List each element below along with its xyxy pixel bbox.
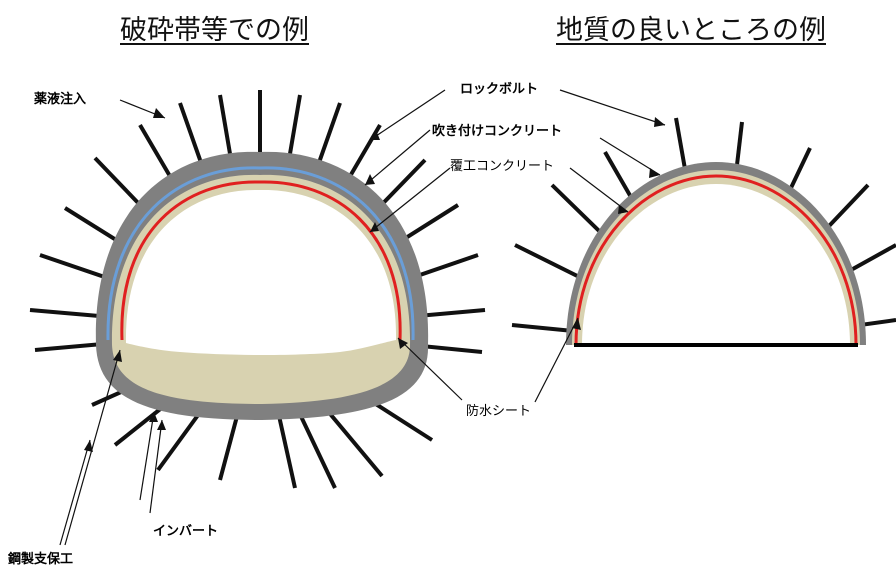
label-chemical-grouting: 薬液注入 — [34, 92, 87, 107]
left-waterproof-sheet — [120, 180, 402, 341]
left-tunnel-interior — [125, 189, 397, 355]
label-rock-bolt: ロックボルト — [460, 82, 539, 97]
label-shotcrete: 吹き付けコンクリート — [432, 124, 563, 139]
label-invert: インバート — [153, 524, 219, 539]
right-tunnel — [511, 117, 896, 347]
right-waterproof-sheet — [574, 174, 858, 346]
label-steel-support: 鋼製支保工 — [8, 552, 74, 567]
title-fault-zone-example: 破砕帯等での例 — [120, 15, 309, 46]
left-grouting-line — [106, 166, 415, 341]
label-waterproof-sheet: 防水シート — [466, 404, 532, 419]
arrow-heads — [84, 108, 665, 452]
left-tunnel — [29, 90, 486, 489]
right-tunnel-interior — [582, 184, 850, 345]
title-good-geology-example: 地質の良いところの例 — [556, 15, 826, 46]
label-lining-concrete: 覆工コンクリート — [450, 159, 555, 174]
